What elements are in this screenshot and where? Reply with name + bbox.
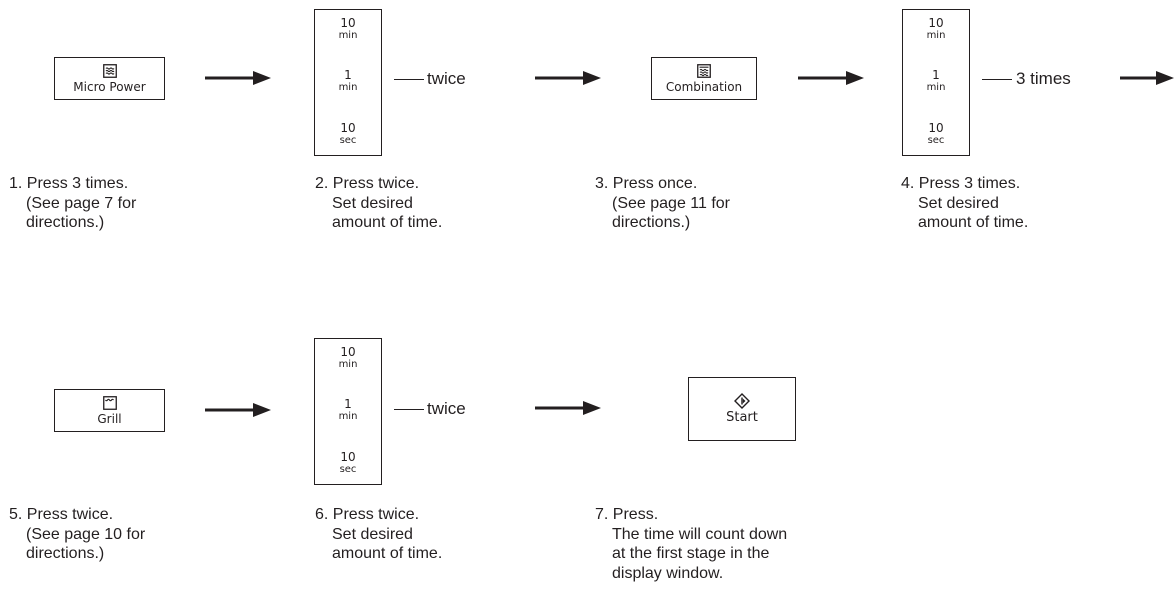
time-keypad: 10 min 1 min 10 sec <box>902 9 970 156</box>
start-button[interactable]: Start <box>688 377 796 441</box>
step-2-caption: 2. Press twice. Set desired amount of ti… <box>315 175 443 231</box>
start-label: Start <box>726 410 758 425</box>
step-3-title: 3. Press once. <box>595 175 698 192</box>
one-min-key[interactable]: 1 min <box>338 397 358 422</box>
step-2-title: 2. Press twice. <box>315 175 420 192</box>
grill-button[interactable]: Grill <box>54 389 165 432</box>
step-6-caption: 6. Press twice. Set desired amount of ti… <box>315 506 443 562</box>
arrow-right-icon <box>205 403 271 417</box>
ten-sec-key[interactable]: 10 sec <box>339 450 357 475</box>
micro-power-label: Micro Power <box>73 79 146 94</box>
ten-min-key[interactable]: 10 min <box>338 16 358 41</box>
combination-button[interactable]: Combination <box>651 57 757 100</box>
step-1-caption: 1. Press 3 times. (See page 7 for direct… <box>9 175 137 231</box>
one-min-key[interactable]: 1 min <box>926 68 946 93</box>
arrow-right-icon <box>205 71 271 85</box>
ten-min-key[interactable]: 10 min <box>926 16 946 41</box>
ten-sec-key[interactable]: 10 sec <box>339 121 357 146</box>
arrow-right-icon <box>535 71 601 85</box>
arrow-right-icon <box>798 71 864 85</box>
combination-icon <box>697 63 711 78</box>
step-5-title: 5. Press twice. <box>9 506 114 523</box>
grill-icon <box>102 395 117 410</box>
combination-label: Combination <box>665 79 743 94</box>
callout-line <box>394 409 424 410</box>
step-7-title: 7. Press. <box>595 506 659 523</box>
grill-label: Grill <box>97 411 122 426</box>
press-count-label: 3 times <box>1016 69 1071 88</box>
micro-power-icon <box>102 63 117 78</box>
callout-line <box>394 79 424 80</box>
step-1-title: 1. Press 3 times. <box>9 175 129 192</box>
step-4-caption: 4. Press 3 times. Set desired amount of … <box>901 175 1029 231</box>
step-6-title: 6. Press twice. <box>315 506 420 523</box>
step-5-caption: 5. Press twice. (See page 10 for directi… <box>9 506 146 562</box>
arrow-right-icon <box>1120 71 1174 85</box>
time-keypad: 10 min 1 min 10 sec <box>314 9 382 156</box>
one-min-key[interactable]: 1 min <box>338 68 358 93</box>
micro-power-button[interactable]: Micro Power <box>54 57 165 100</box>
ten-min-key[interactable]: 10 min <box>338 345 358 370</box>
step-3-caption: 3. Press once. (See page 11 for directio… <box>595 175 731 231</box>
time-keypad: 10 min 1 min 10 sec <box>314 338 382 485</box>
ten-sec-key[interactable]: 10 sec <box>927 121 945 146</box>
press-count-label: twice <box>427 69 466 88</box>
arrow-right-icon <box>535 401 601 415</box>
start-icon <box>734 393 750 409</box>
press-count-label: twice <box>427 399 466 418</box>
step-7-caption: 7. Press. The time will count down at th… <box>595 506 788 582</box>
step-4-title: 4. Press 3 times. <box>901 175 1021 192</box>
callout-line <box>982 79 1012 80</box>
